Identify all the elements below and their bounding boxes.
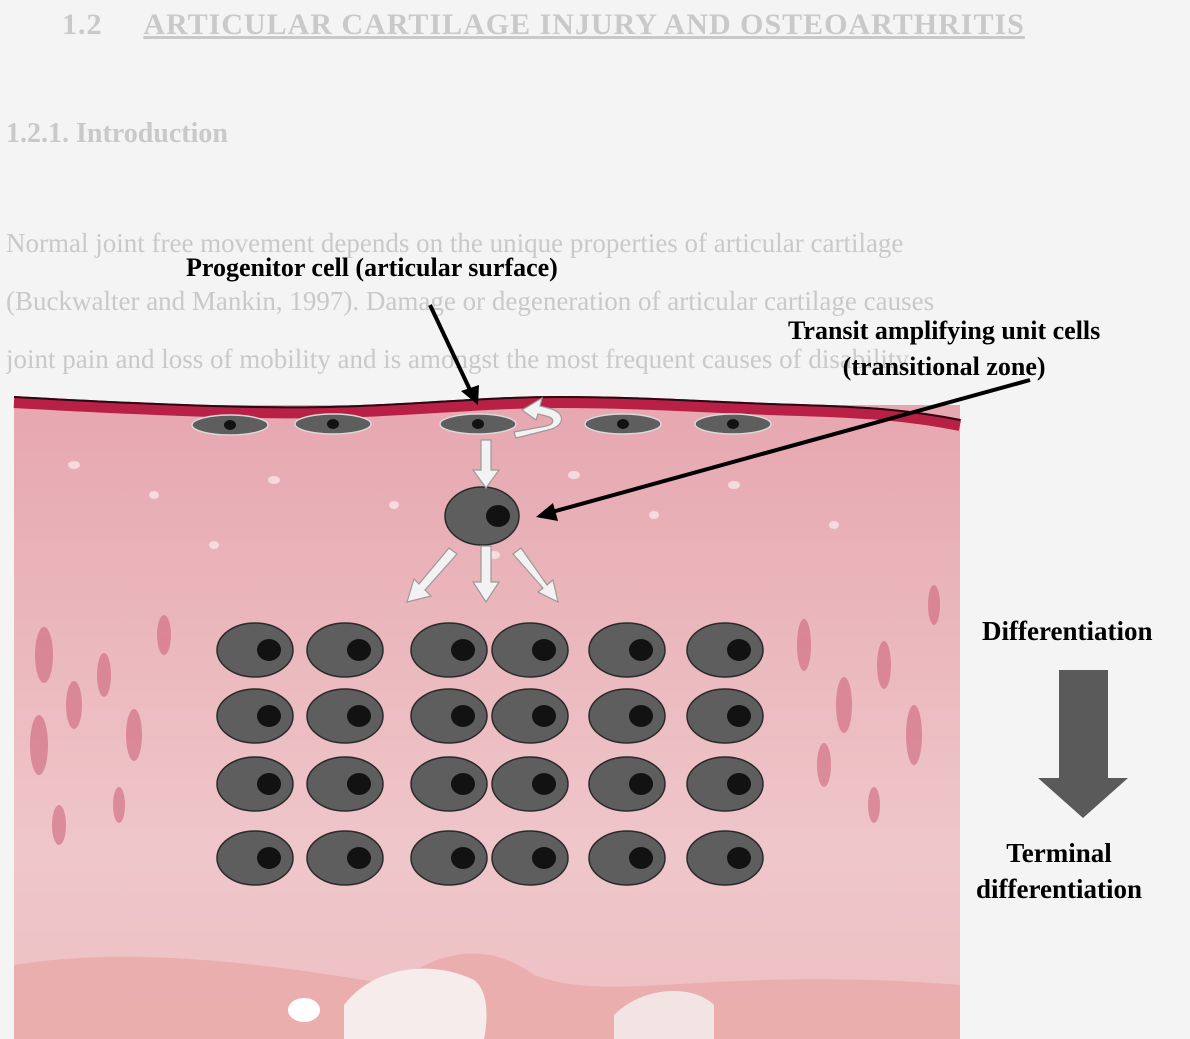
chondrocyte-cell <box>492 689 568 743</box>
chondrocyte-cell <box>687 831 763 885</box>
chondrocyte-cell <box>411 831 487 885</box>
chondrocyte-cell <box>492 757 568 811</box>
chondrocyte-cell <box>411 623 487 677</box>
chondrocyte-cell <box>307 623 383 677</box>
white-arrow-down <box>473 440 499 488</box>
chondrocyte-cell <box>307 689 383 743</box>
chondrocyte-cell <box>687 689 763 743</box>
transit-amplifying-label: Transit amplifying unit cells (transitio… <box>788 313 1100 385</box>
chondrocyte-cell <box>687 623 763 677</box>
pointer-progenitor-line <box>430 305 471 392</box>
transit-amplifying-cell <box>445 487 519 545</box>
chondrocyte-cell <box>217 831 293 885</box>
chondrocyte-cell <box>589 623 665 677</box>
chondrocyte-cell <box>589 757 665 811</box>
surface-cell <box>585 414 661 434</box>
pointer-transit-head <box>536 503 558 521</box>
differentiation-label: Differentiation <box>982 616 1152 647</box>
white-arrow-left <box>407 548 457 602</box>
surface-cell <box>440 414 516 434</box>
terminal-label-line2: differentiation <box>976 871 1142 907</box>
chondrocyte-cell <box>589 831 665 885</box>
transit-label-line1: Transit amplifying unit cells <box>788 313 1100 349</box>
chondrocyte-grid <box>217 623 763 885</box>
transit-cell-nucleus <box>486 505 510 527</box>
chondrocyte-cell <box>492 831 568 885</box>
chondrocyte-cell <box>307 757 383 811</box>
chondrocyte-cell <box>492 623 568 677</box>
chondrocyte-cell <box>687 757 763 811</box>
chondrocyte-cell <box>307 831 383 885</box>
white-arrow-right <box>513 548 558 602</box>
chondrocyte-cell <box>217 689 293 743</box>
chondrocyte-cell <box>411 757 487 811</box>
differentiation-arrow <box>1038 670 1128 818</box>
surface-cell <box>192 415 268 435</box>
white-arrow-center <box>473 546 499 602</box>
progenitor-cell-label: Progenitor cell (articular surface) <box>186 253 558 283</box>
surface-cell <box>295 414 371 434</box>
terminal-label-line1: Terminal <box>976 835 1142 871</box>
chondrocyte-cell <box>411 689 487 743</box>
chondrocyte-cell <box>217 757 293 811</box>
terminal-differentiation-label: Terminal differentiation <box>976 835 1142 907</box>
chondrocyte-cell <box>217 623 293 677</box>
surface-cell <box>695 414 771 434</box>
chondrocyte-cell <box>589 689 665 743</box>
transit-label-line2: (transitional zone) <box>788 349 1100 385</box>
